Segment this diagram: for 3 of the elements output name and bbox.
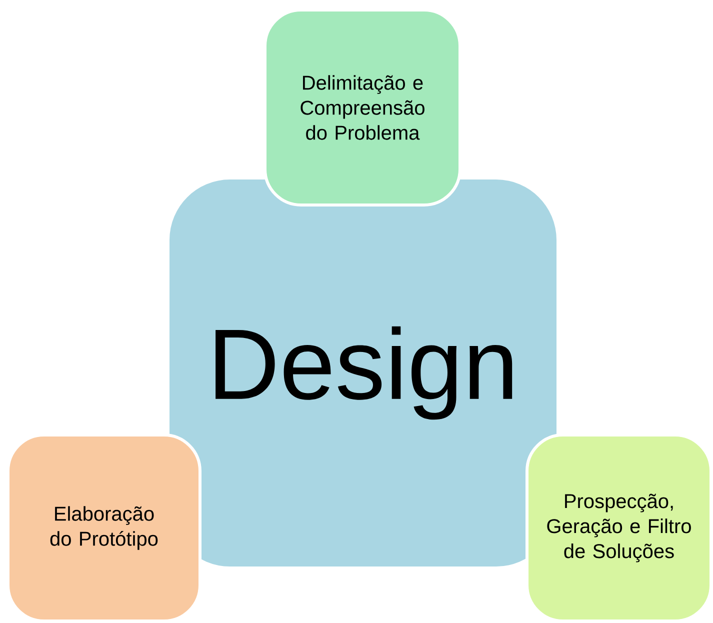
stage-box: Prospecção, Geração e Filtro de Soluções bbox=[526, 434, 712, 622]
stage-box: Delimitação e Compreensão do Problema bbox=[264, 8, 462, 206]
stage-box: Elaboração do Protótipo bbox=[6, 434, 202, 622]
